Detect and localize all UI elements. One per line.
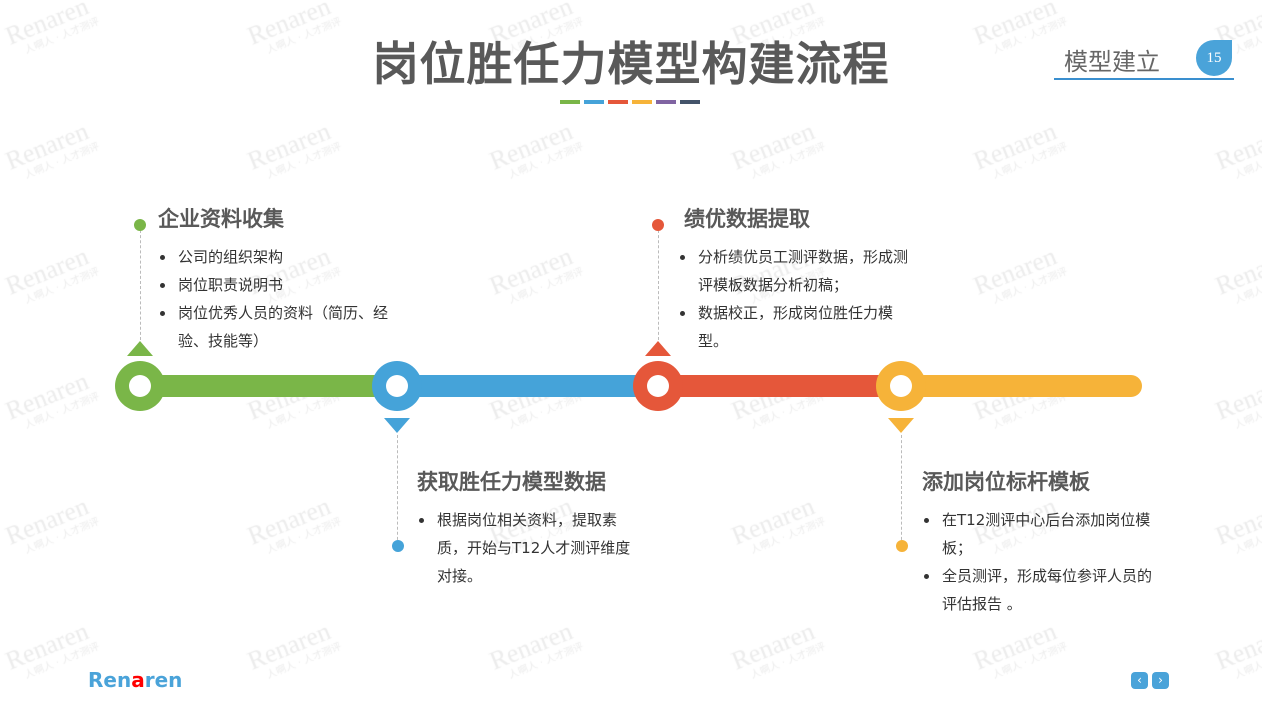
step-dot <box>392 540 404 552</box>
connector <box>658 230 659 340</box>
arrow-up-icon <box>127 341 153 356</box>
timeline-segment-3 <box>658 375 901 397</box>
step-3-heading: 绩优数据提取 <box>684 207 810 231</box>
step-dot <box>134 219 146 231</box>
step-dot <box>896 540 908 552</box>
connector <box>140 230 141 340</box>
connector <box>901 435 902 545</box>
next-slide-button[interactable]: › <box>1152 672 1169 689</box>
section-name: 模型建立 <box>1064 48 1160 76</box>
page-number: 15 <box>1196 40 1232 76</box>
timeline-segment-1 <box>140 375 397 397</box>
list-item: 全员测评，形成每位参评人员的评估报告 。 <box>940 562 1155 618</box>
section-label: 模型建立 15 <box>1054 40 1234 80</box>
step-2-heading: 获取胜任力模型数据 <box>417 470 606 494</box>
list-item: 数据校正，形成岗位胜任力模型。 <box>696 299 921 355</box>
arrow-up-icon <box>645 341 671 356</box>
page-title: 岗位胜任力模型构建流程 <box>372 37 890 91</box>
step-2-list: 根据岗位相关资料，提取素质，开始与T12人才测评维度对接。 <box>415 506 645 590</box>
timeline-node-4 <box>876 361 926 411</box>
logo-text-accent: a <box>131 668 145 692</box>
step-1-heading: 企业资料收集 <box>158 207 284 231</box>
timeline-node-3 <box>633 361 683 411</box>
renaren-logo: Renaren <box>88 668 182 692</box>
prev-slide-button[interactable]: ‹ <box>1131 672 1148 689</box>
connector <box>397 435 398 545</box>
list-item: 岗位优秀人员的资料（简历、经验、技能等） <box>176 299 396 355</box>
step-4-heading: 添加岗位标杆模板 <box>922 470 1090 494</box>
step-1-list: 公司的组织架构 岗位职责说明书 岗位优秀人员的资料（简历、经验、技能等） <box>156 243 396 355</box>
arrow-down-icon <box>888 418 914 433</box>
logo-text: ren <box>144 668 183 692</box>
timeline-node-1 <box>115 361 165 411</box>
timeline-node-2 <box>372 361 422 411</box>
list-item: 岗位职责说明书 <box>176 271 396 299</box>
arrow-down-icon <box>384 418 410 433</box>
timeline-segment-2 <box>397 375 658 397</box>
list-item: 公司的组织架构 <box>176 243 396 271</box>
step-3-list: 分析绩优员工测评数据，形成测评模板数据分析初稿； 数据校正，形成岗位胜任力模型。 <box>676 243 921 355</box>
list-item: 分析绩优员工测评数据，形成测评模板数据分析初稿； <box>696 243 921 299</box>
step-4-list: 在T12测评中心后台添加岗位模板； 全员测评，形成每位参评人员的评估报告 。 <box>920 506 1155 618</box>
step-dot <box>652 219 664 231</box>
logo-text: Ren <box>88 668 132 692</box>
list-item: 根据岗位相关资料，提取素质，开始与T12人才测评维度对接。 <box>435 506 645 590</box>
timeline-segment-4 <box>901 375 1142 397</box>
title-underline <box>560 100 700 104</box>
list-item: 在T12测评中心后台添加岗位模板； <box>940 506 1155 562</box>
